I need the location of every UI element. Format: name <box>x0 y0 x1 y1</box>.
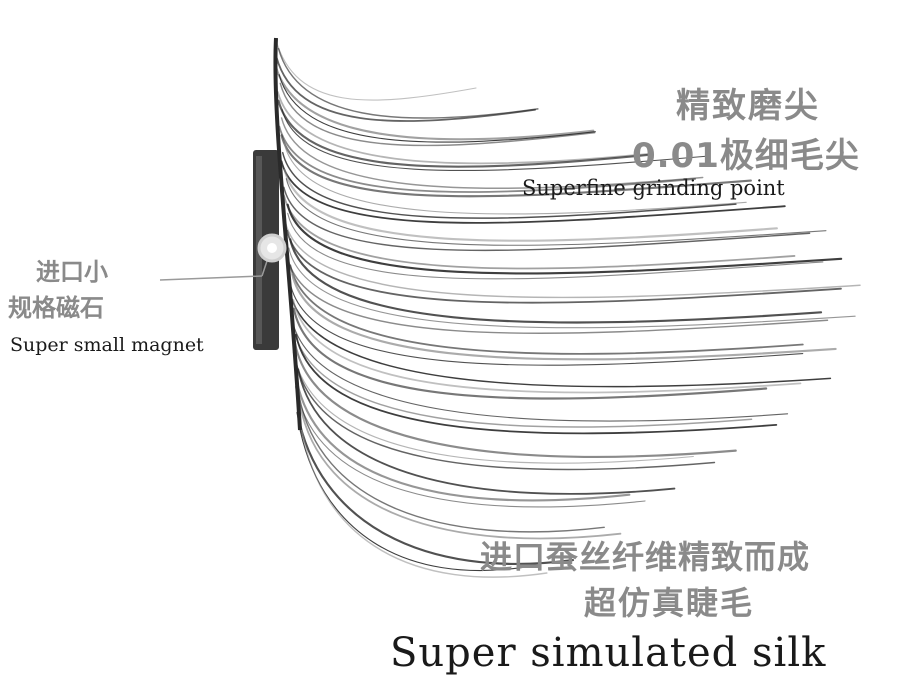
silk-label-cn-2: 超仿真睫毛 <box>584 584 755 622</box>
lash-strand <box>289 282 804 366</box>
tip-label-cn-2: 0.01极细毛尖 <box>632 136 860 176</box>
lash-strand <box>292 351 694 464</box>
lash-strand <box>292 325 753 428</box>
lash-strand <box>289 290 832 388</box>
lash-strand <box>290 316 789 422</box>
magnet-label-cn-2: 规格磁石 <box>8 294 104 322</box>
lash-strand <box>274 64 595 141</box>
lash-strand <box>281 108 709 172</box>
lash-strand <box>294 386 646 508</box>
lash-strand <box>283 186 811 252</box>
silk-label-en: Super simulated silk <box>390 630 827 676</box>
lash-strand <box>281 151 737 219</box>
lash-strand <box>292 299 802 394</box>
lash-strand <box>297 368 676 495</box>
lash-strand <box>276 91 651 165</box>
lash-strand <box>289 238 823 324</box>
tip-label-en: Superfine grinding point <box>522 176 785 200</box>
lash-strand <box>295 333 778 435</box>
lash-strand <box>277 47 539 119</box>
lash-strand <box>289 264 804 355</box>
lash-strand <box>292 307 768 400</box>
lash-strand <box>298 394 605 533</box>
lash-strand <box>296 411 575 565</box>
lash-strand <box>291 272 837 361</box>
lash-strand <box>279 82 596 147</box>
lash-strand <box>284 221 861 299</box>
lash-strand <box>280 160 786 224</box>
eyelash-strands <box>274 39 861 578</box>
tip-label-cn-1: 精致磨尖 <box>676 86 820 126</box>
lash-strand <box>283 168 778 242</box>
lash-strand <box>285 178 827 246</box>
lash-strand <box>275 39 477 101</box>
lash-strand <box>280 117 704 190</box>
lash-band <box>273 37 302 431</box>
silk-label-cn-1: 进口蚕丝纤维精致而成 <box>480 538 811 576</box>
lash-strand <box>293 342 737 458</box>
lash-strand <box>283 195 796 270</box>
lash-strand <box>277 99 649 168</box>
lash-strand <box>299 403 622 540</box>
lash-strand <box>287 212 824 280</box>
magnet-pointer-line <box>159 275 263 281</box>
lash-strand <box>286 229 842 304</box>
lash-strand <box>278 74 596 143</box>
lash-strand <box>280 134 752 198</box>
magnet-label-cn-1: 进口小 <box>36 258 108 286</box>
lash-strand <box>286 203 843 275</box>
lash-strand <box>301 429 548 578</box>
lash-strand <box>275 56 536 122</box>
lash-strand <box>283 143 747 215</box>
lash-strand <box>295 359 716 471</box>
magnet-label-en: Super small magnet <box>10 334 204 356</box>
lash-strand <box>288 247 856 329</box>
lash-strand <box>286 255 829 334</box>
lash-strand <box>295 376 631 502</box>
lash-strand <box>278 125 697 193</box>
